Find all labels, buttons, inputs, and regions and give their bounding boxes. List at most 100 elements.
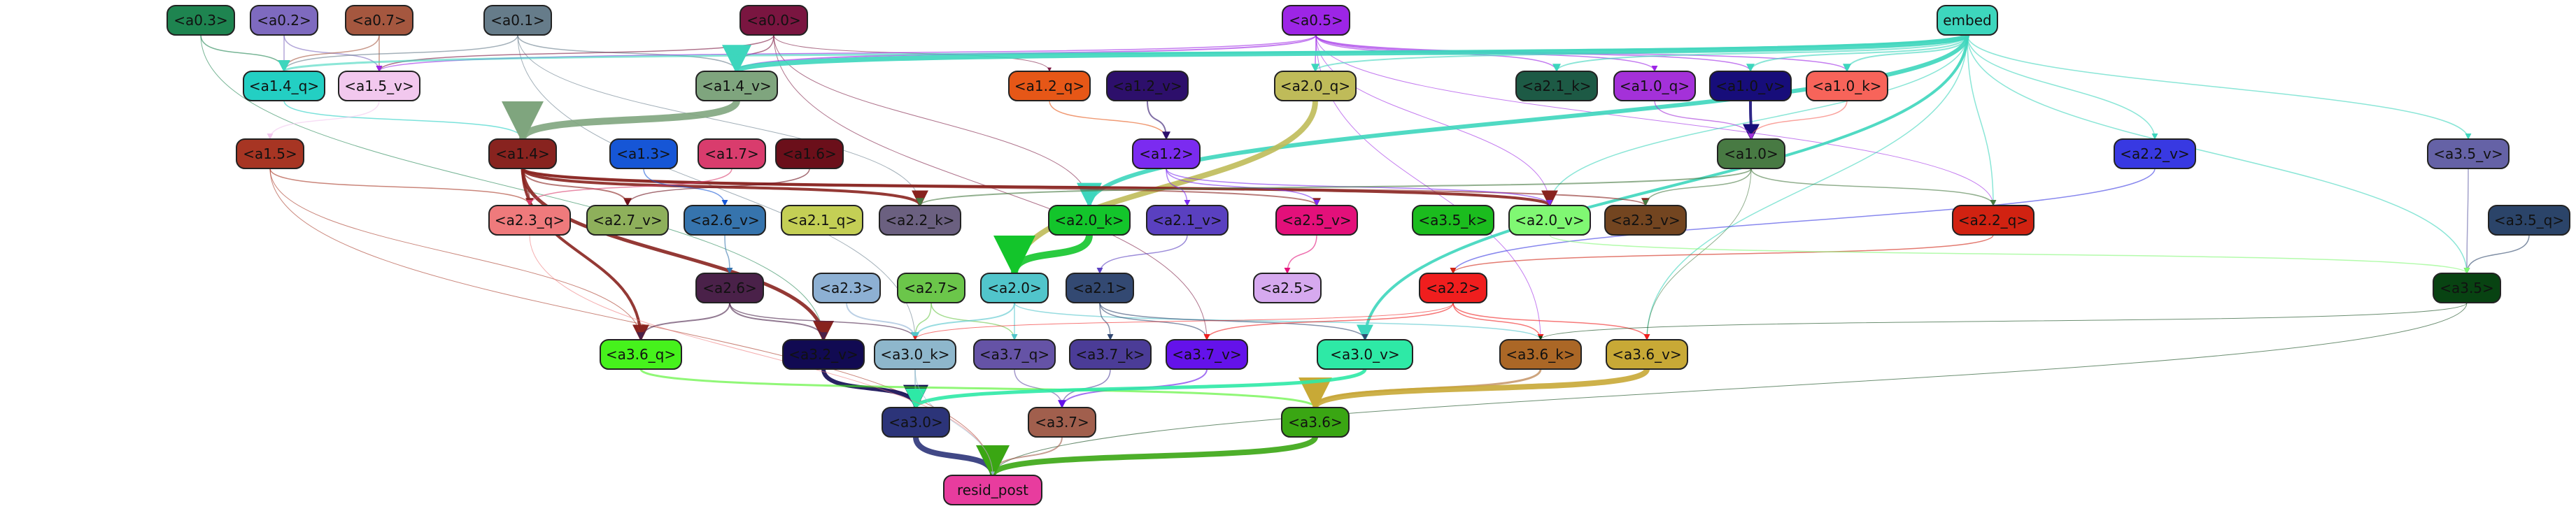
node-label: <a3.7_q> xyxy=(979,346,1049,363)
node-a3-6-q[interactable]: <a3.6_q> xyxy=(600,339,682,370)
node-a2-1[interactable]: <a2.1> xyxy=(1066,273,1134,303)
node-label: <a2.3> xyxy=(819,280,874,296)
node-embed[interactable]: embed xyxy=(1937,5,1998,36)
edge-a1.5_v-to-a1.5 xyxy=(267,100,380,140)
node-a3-2-v[interactable]: <a3.2_v> xyxy=(782,339,865,370)
node-a1-2-q[interactable]: <a1.2_q> xyxy=(1008,71,1091,101)
node-a3-6-k[interactable]: <a3.6_k> xyxy=(1499,339,1582,370)
node-resid-post[interactable]: resid_post xyxy=(943,475,1042,505)
node-box xyxy=(1937,5,1998,36)
node-a2-3-v[interactable]: <a2.3_v> xyxy=(1604,205,1687,236)
node-a1-5[interactable]: <a1.5> xyxy=(236,138,304,169)
node-a3-7[interactable]: <a3.7> xyxy=(1028,407,1096,438)
node-a1-2-v[interactable]: <a1.2_v> xyxy=(1106,71,1189,101)
edge-a1.6-to-a2.7_v xyxy=(624,168,810,206)
node-label: <a1.4> xyxy=(495,145,550,162)
node-a2-1-k[interactable]: <a2.1_k> xyxy=(1515,71,1598,101)
node-label: <a3.5> xyxy=(2440,280,2494,296)
node-a2-1-q[interactable]: <a2.1_q> xyxy=(781,205,863,236)
node-a1-4-v[interactable]: <a1.4_v> xyxy=(695,71,778,101)
node-a2-5[interactable]: <a2.5> xyxy=(1253,273,1322,303)
node-a2-2-k[interactable]: <a2.2_k> xyxy=(879,205,961,236)
node-a2-0[interactable]: <a2.0> xyxy=(980,273,1049,303)
node-box xyxy=(483,5,552,36)
edge-a2.0_k-to-a2.0 xyxy=(993,234,1093,278)
node-a3-7-q[interactable]: <a3.7_q> xyxy=(973,339,1056,370)
node-a0-5[interactable]: <a0.5> xyxy=(1282,5,1350,36)
node-label: <a2.2_v> xyxy=(2120,145,2189,162)
node-a3-6-v[interactable]: <a3.6_v> xyxy=(1606,339,1688,370)
node-a3-0-v[interactable]: <a3.0_v> xyxy=(1317,339,1413,370)
node-a1-5-v[interactable]: <a1.5_v> xyxy=(338,71,420,101)
node-a2-2-q[interactable]: <a2.2_q> xyxy=(1952,205,2034,236)
edge-a1.0_v-to-a1.0 xyxy=(1742,100,1760,141)
node-a2-0-v[interactable]: <a2.0_v> xyxy=(1508,205,1591,236)
node-a2-1-v[interactable]: <a2.1_v> xyxy=(1146,205,1229,236)
edge-embed-to-a1.4_q xyxy=(278,34,1969,73)
edge-a1.0-to-a2.3_v xyxy=(1642,168,1752,206)
node-a1-2[interactable]: <a1.2> xyxy=(1132,138,1201,169)
node-a3-6[interactable]: <a3.6> xyxy=(1281,407,1350,438)
node-a1-0[interactable]: <a1.0> xyxy=(1717,138,1785,169)
node-a1-7[interactable]: <a1.7> xyxy=(698,138,766,169)
node-a2-3-q[interactable]: <a2.3_q> xyxy=(488,205,571,236)
node-a2-2-v[interactable]: <a2.2_v> xyxy=(2114,138,2196,169)
node-a1-3[interactable]: <a1.3> xyxy=(609,138,678,169)
edge-a3.5-to-a3.6_k xyxy=(1538,302,2468,340)
node-a2-0-q[interactable]: <a2.0_q> xyxy=(1274,71,1357,101)
node-a3-5-q[interactable]: <a3.5_q> xyxy=(2488,205,2570,236)
edge-a2.6-to-a3.2_v xyxy=(729,302,828,341)
node-label: <a0.3> xyxy=(174,12,228,29)
node-a1-6[interactable]: <a1.6> xyxy=(775,138,844,169)
edge-a3.6-to-resid_post xyxy=(976,436,1318,479)
node-label: <a2.5> xyxy=(1260,280,1315,296)
node-a2-3[interactable]: <a2.3> xyxy=(812,273,881,303)
node-a1-4[interactable]: <a1.4> xyxy=(488,138,557,169)
node-a1-0-v[interactable]: <a1.0_v> xyxy=(1709,71,1792,101)
node-a1-0-q[interactable]: <a1.0_q> xyxy=(1613,71,1696,101)
node-a3-0-k[interactable]: <a3.0_k> xyxy=(874,339,956,370)
edge-a0.0-to-a1.5_v xyxy=(376,34,774,72)
node-a2-5-v[interactable]: <a2.5_v> xyxy=(1275,205,1358,236)
edge-a1.2_v-to-a1.2 xyxy=(1147,100,1170,141)
edge-a0.5-to-a2.0_v xyxy=(1315,34,1552,206)
node-a2-2[interactable]: <a2.2> xyxy=(1419,273,1487,303)
node-a2-6-v[interactable]: <a2.6_v> xyxy=(684,205,766,236)
node-box xyxy=(1709,71,1792,101)
node-a3-7-v[interactable]: <a3.7_v> xyxy=(1166,339,1248,370)
node-a3-7-k[interactable]: <a3.7_k> xyxy=(1069,339,1152,370)
node-a2-0-k[interactable]: <a2.0_k> xyxy=(1048,205,1131,236)
node-a0-7[interactable]: <a0.7> xyxy=(345,5,413,36)
node-a3-5[interactable]: <a3.5> xyxy=(2433,273,2501,303)
node-a0-2[interactable]: <a0.2> xyxy=(250,5,318,36)
node-box xyxy=(338,71,420,101)
edge-a1.7-to-a2.3_q xyxy=(526,168,733,206)
node-label: <a2.2_k> xyxy=(885,212,954,229)
edge-embed-to-a2.0_k xyxy=(1077,34,1969,208)
node-box xyxy=(874,339,956,370)
node-a3-5-k[interactable]: <a3.5_k> xyxy=(1412,205,1494,236)
node-a0-1[interactable]: <a0.1> xyxy=(483,5,552,36)
node-a1-4-q[interactable]: <a1.4_q> xyxy=(243,71,325,101)
node-a2-6[interactable]: <a2.6> xyxy=(695,273,764,303)
node-label: <a2.2> xyxy=(1426,280,1480,296)
node-box xyxy=(1317,339,1413,370)
edge-a1.0-to-a2.2_q xyxy=(1750,168,1997,206)
node-label: <a2.0_q> xyxy=(1280,78,1350,94)
edge-a3.6_v-to-a3.6 xyxy=(1298,368,1650,411)
node-a0-3[interactable]: <a0.3> xyxy=(167,5,235,36)
node-a2-7[interactable]: <a2.7> xyxy=(897,273,965,303)
node-box xyxy=(1274,71,1357,101)
node-box xyxy=(695,71,778,101)
node-a0-0[interactable]: <a0.0> xyxy=(739,5,808,36)
node-a3-0[interactable]: <a3.0> xyxy=(882,407,950,438)
node-box xyxy=(1419,273,1487,303)
edge-a2.6-to-a3.0_k xyxy=(729,302,919,340)
node-box xyxy=(812,273,881,303)
node-a2-7-v[interactable]: <a2.7_v> xyxy=(586,205,669,236)
node-a3-5-v[interactable]: <a3.5_v> xyxy=(2427,138,2510,169)
node-box xyxy=(1066,273,1134,303)
edge-a1.4-to-a3.6_q xyxy=(521,168,649,342)
node-label: <a1.0> xyxy=(1724,145,1778,162)
node-a1-0-k[interactable]: <a1.0_k> xyxy=(1806,71,1888,101)
